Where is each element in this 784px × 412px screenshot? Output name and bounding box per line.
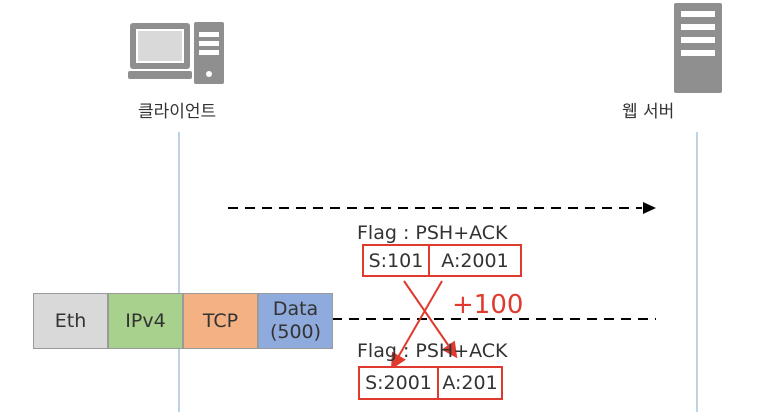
packet1-ack: A:2001 xyxy=(428,244,522,277)
packet2-flag: Flag : PSH+ACK xyxy=(357,340,508,362)
request-arrow xyxy=(228,202,656,214)
packet1-flag: Flag : PSH+ACK xyxy=(357,222,508,244)
tcp-segment: TCP xyxy=(183,293,258,349)
ack-to-seq-arrow xyxy=(391,280,443,370)
ipv4-segment: IPv4 xyxy=(108,293,183,349)
packet2-ack: A:201 xyxy=(437,366,503,400)
server-tower-icon xyxy=(674,3,722,93)
server-label: 웹 서버 xyxy=(622,102,675,122)
seq-to-ack-arrow xyxy=(403,280,458,359)
client-label: 클라이언트 xyxy=(138,102,217,122)
data-segment: Data (500) xyxy=(258,293,333,349)
packet1-seq: S:101 xyxy=(362,244,430,277)
desktop-computer-icon xyxy=(128,22,224,84)
packet-frame: Eth IPv4 TCP Data (500) xyxy=(33,293,333,349)
delta-label: +100 xyxy=(452,290,524,320)
packet2-seq: S:2001 xyxy=(358,366,439,400)
eth-segment: Eth xyxy=(33,293,108,349)
